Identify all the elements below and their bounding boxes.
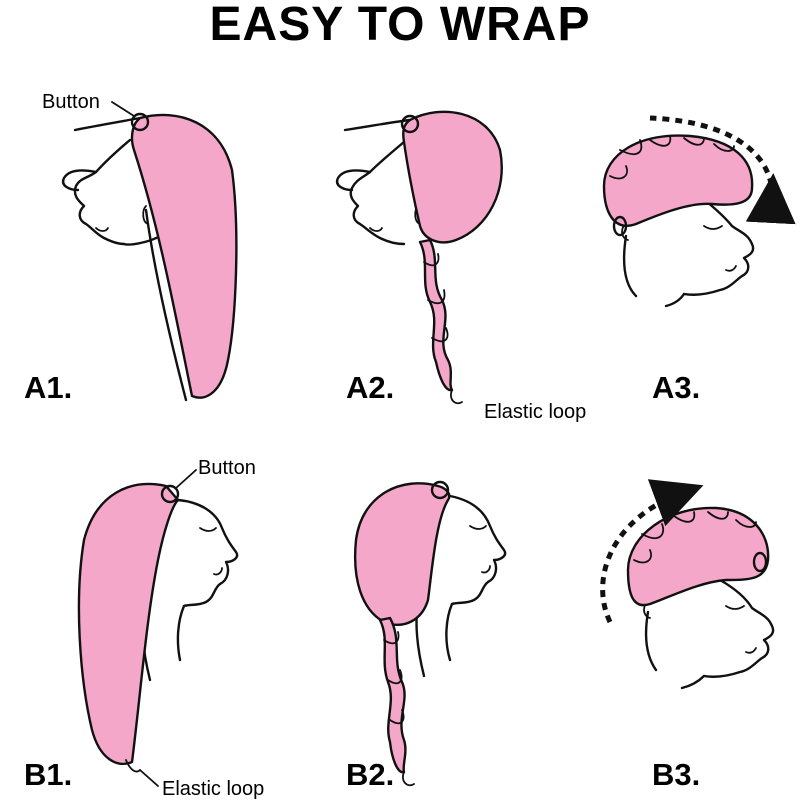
a1-button-callout: Button	[42, 91, 100, 113]
a2-nose	[335, 169, 372, 192]
b1-towel	[77, 482, 180, 766]
b3-turban	[626, 506, 770, 607]
b3-neck	[644, 610, 658, 672]
b3-label: B3.	[652, 757, 700, 792]
a3-label: A3.	[652, 370, 700, 405]
a1-neck	[122, 234, 162, 246]
b2-towel-cap	[354, 482, 451, 626]
b2-mouth	[481, 565, 491, 574]
a2-towel-cap	[402, 110, 503, 244]
b1-button-callout: Button	[198, 457, 256, 479]
a2-loop-callout: Elastic loop	[484, 401, 586, 423]
a3-mouth	[725, 265, 737, 272]
a1-head-outline	[73, 116, 142, 132]
step-a2: Elastic loop A2.	[335, 110, 586, 423]
a3-turban	[602, 134, 754, 227]
diagram-title: EASY TO WRAP	[210, 0, 591, 51]
a3-button-icon	[612, 215, 628, 237]
b1-loop-callout: Elastic loop	[162, 778, 264, 800]
a3-eye	[703, 225, 723, 230]
b2-button-icon	[430, 480, 450, 500]
b1-label: B1.	[24, 757, 72, 792]
a1-face-profile	[73, 138, 132, 246]
b3-mouth	[745, 647, 757, 654]
b3-face-profile	[702, 578, 775, 678]
a3-chin-neck	[664, 292, 686, 308]
a1-label: A1.	[24, 370, 72, 405]
a2-button-icon	[400, 114, 420, 134]
b2-face-profile	[448, 494, 507, 606]
b3-eye	[725, 605, 745, 610]
b3-button-icon	[752, 551, 768, 573]
a1-nose	[61, 169, 98, 192]
b1-neck	[176, 604, 186, 662]
b3-rotation-arrow	[600, 479, 704, 624]
a3-rotation-arrow	[649, 115, 796, 225]
a2-mouth	[369, 227, 383, 232]
a2-label: A2.	[346, 370, 394, 405]
a1-towel	[130, 113, 238, 399]
b1-button-icon	[160, 484, 180, 504]
a2-elastic-loop	[450, 389, 463, 405]
a1-shoulder	[144, 208, 188, 402]
b3-chin-neck	[680, 674, 706, 690]
step-a3: A3.	[602, 115, 796, 405]
b2-eye	[469, 525, 487, 530]
a1-button-icon	[130, 112, 150, 132]
b2-label: B2.	[346, 757, 394, 792]
a3-neck	[622, 234, 638, 298]
step-b1: Button Elastic loop B1.	[24, 457, 264, 800]
step-a1: Button A1.	[24, 91, 238, 405]
a1-mouth	[95, 227, 109, 232]
b2-neck	[445, 602, 454, 662]
b1-eye	[199, 527, 217, 532]
step-b3: B3.	[600, 479, 775, 792]
b1-mouth	[213, 567, 223, 576]
b1-face-profile	[176, 498, 239, 608]
step-b2: B2.	[346, 480, 507, 792]
b2-towel-twist	[378, 616, 407, 774]
a2-face-profile	[349, 140, 406, 246]
a2-head-outline	[343, 118, 412, 132]
a3-face-profile	[682, 194, 755, 296]
